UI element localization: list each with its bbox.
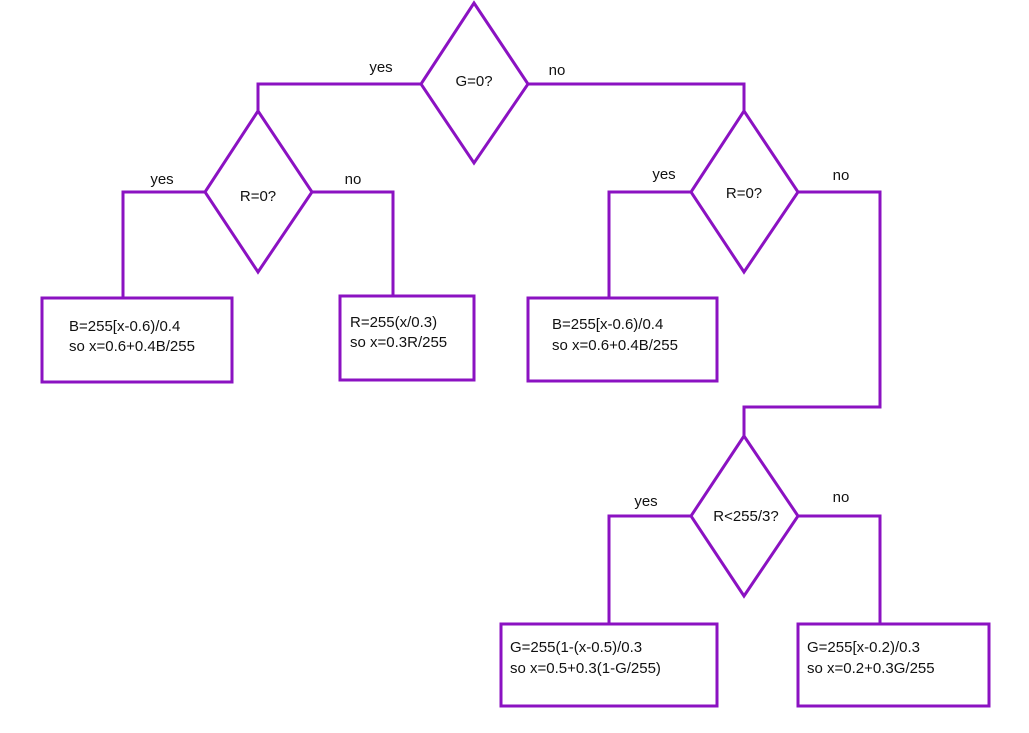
edge-left-r-yes — [121, 190, 207, 300]
edge-right-r-no — [742, 190, 882, 438]
result-line-2: so x=0.6+0.4B/255 — [552, 337, 678, 354]
result-box — [499, 622, 719, 708]
result-line-1: G=255[x-0.2)/0.3 — [807, 639, 920, 656]
label-root-no: no — [549, 62, 566, 79]
decision-label: R=0? — [726, 185, 762, 202]
result-line-2: so x=0.5+0.3(1-G/255) — [510, 660, 661, 677]
result-line-2: so x=0.6+0.4B/255 — [69, 338, 195, 355]
edge-r-third-yes — [607, 514, 693, 626]
edge-left-r-no — [310, 190, 395, 298]
result-line-1: B=255[x-0.6)/0.4 — [552, 316, 663, 333]
edge-root-no — [526, 82, 746, 113]
label-r-third-no: no — [833, 489, 850, 506]
result-box — [40, 296, 234, 384]
decision-label: G=0? — [455, 73, 492, 90]
result-third-no: G=255[x-0.2)/0.3 so x=0.2+0.3G/255 — [796, 622, 991, 708]
result-left-yes: B=255[x-0.6)/0.4 so x=0.6+0.4B/255 — [40, 296, 234, 384]
result-line-1: B=255[x-0.6)/0.4 — [69, 318, 180, 335]
result-box — [526, 296, 719, 383]
result-line-1: G=255(1-(x-0.5)/0.3 — [510, 639, 642, 656]
label-right-r-yes: yes — [652, 166, 675, 183]
decision-label: R=0? — [240, 188, 276, 205]
label-left-r-no: no — [345, 171, 362, 188]
label-right-r-no: no — [833, 167, 850, 184]
diamond-shape — [203, 108, 314, 275]
label-r-third-yes: yes — [634, 493, 657, 510]
decision-right-r: R=0? — [689, 108, 800, 275]
result-left-no: R=255(x/0.3) so x=0.3R/255 — [338, 294, 476, 382]
decision-root: G=0? — [419, 0, 530, 166]
result-third-yes: G=255(1-(x-0.5)/0.3 so x=0.5+0.3(1-G/255… — [499, 622, 719, 708]
result-line-2: so x=0.2+0.3G/255 — [807, 660, 935, 677]
connectors — [121, 82, 882, 626]
result-box — [796, 622, 991, 708]
diamond-shape — [419, 0, 530, 166]
decision-label: R<255/3? — [713, 508, 778, 525]
result-line-1: R=255(x/0.3) — [350, 314, 437, 331]
edge-root-yes — [256, 82, 423, 113]
edge-right-r-yes — [607, 190, 693, 300]
diamond-shape — [689, 433, 800, 599]
decision-r-third: R<255/3? — [689, 433, 800, 599]
diamond-shape — [689, 108, 800, 275]
edge-r-third-no — [796, 514, 882, 626]
result-right-yes: B=255[x-0.6)/0.4 so x=0.6+0.4B/255 — [526, 296, 719, 383]
result-box — [338, 294, 476, 382]
label-left-r-yes: yes — [150, 171, 173, 188]
edge-labels: yes no yes no yes no yes no — [150, 59, 849, 510]
label-root-yes: yes — [369, 59, 392, 76]
result-line-2: so x=0.3R/255 — [350, 334, 447, 351]
decision-left-r: R=0? — [203, 108, 314, 275]
